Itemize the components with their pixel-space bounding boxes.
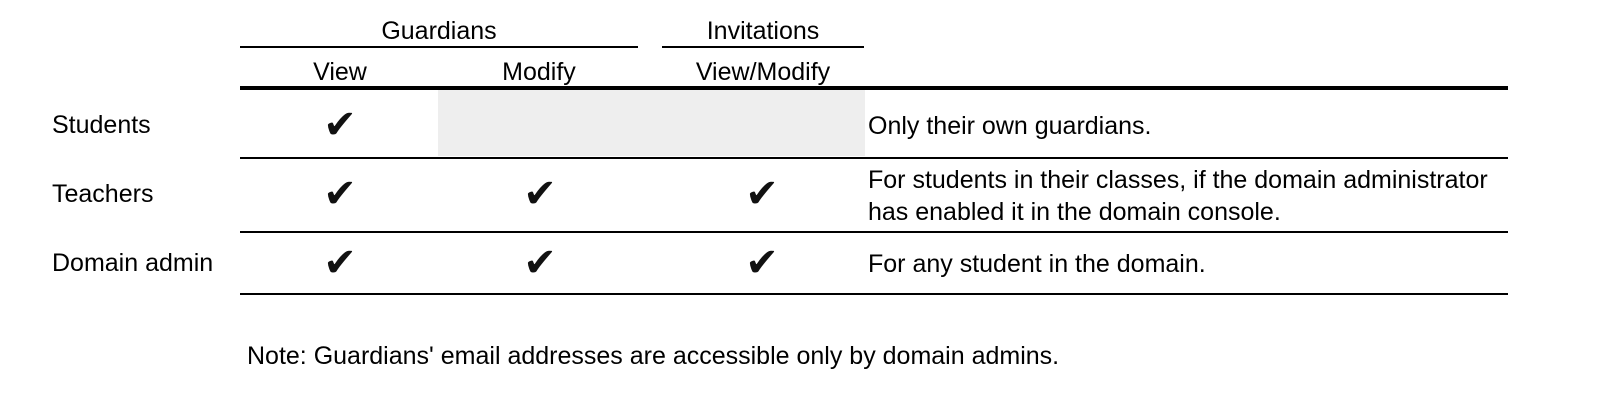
column-group-header-guardians: Guardians	[381, 17, 497, 45]
table-bottom-rule	[240, 293, 1508, 295]
check-mark-icon: ✔	[323, 171, 357, 217]
check-mark-icon: ✔	[523, 240, 557, 286]
row-note-students: Only their own guardians.	[868, 112, 1152, 140]
check-mark-icon: ✔	[323, 240, 357, 286]
table-header-rule	[240, 86, 1508, 90]
row-divider-after-students	[240, 157, 1508, 159]
check-mark-icon: ✔	[745, 240, 779, 286]
check-mark-icon: ✔	[745, 171, 779, 217]
check-mark-icon: ✔	[523, 171, 557, 217]
row-note-teachers-line2: has enabled it in the domain console.	[868, 198, 1281, 226]
row-note-domain-admin: For any student in the domain.	[868, 250, 1206, 278]
cell-not-applicable-students	[438, 90, 865, 156]
column-group-rule-invitations	[662, 46, 864, 48]
row-label-students: Students	[52, 111, 151, 139]
check-mark-icon: ✔	[323, 102, 357, 148]
column-header-modify: Modify	[502, 58, 576, 86]
row-note-teachers-line1: For students in their classes, if the do…	[868, 166, 1488, 194]
row-label-domain-admin: Domain admin	[52, 249, 214, 277]
row-note-teachers: For students in their classes, if the do…	[868, 164, 1518, 228]
table-footnote: Note: Guardians' email addresses are acc…	[247, 342, 1060, 370]
row-divider-after-teachers	[240, 231, 1508, 233]
row-label-teachers: Teachers	[52, 180, 154, 208]
column-group-header-invitations: Invitations	[706, 17, 820, 45]
column-group-rule-guardians	[240, 46, 638, 48]
column-header-view: View	[313, 58, 367, 86]
column-header-view-modify: View/Modify	[695, 58, 831, 86]
